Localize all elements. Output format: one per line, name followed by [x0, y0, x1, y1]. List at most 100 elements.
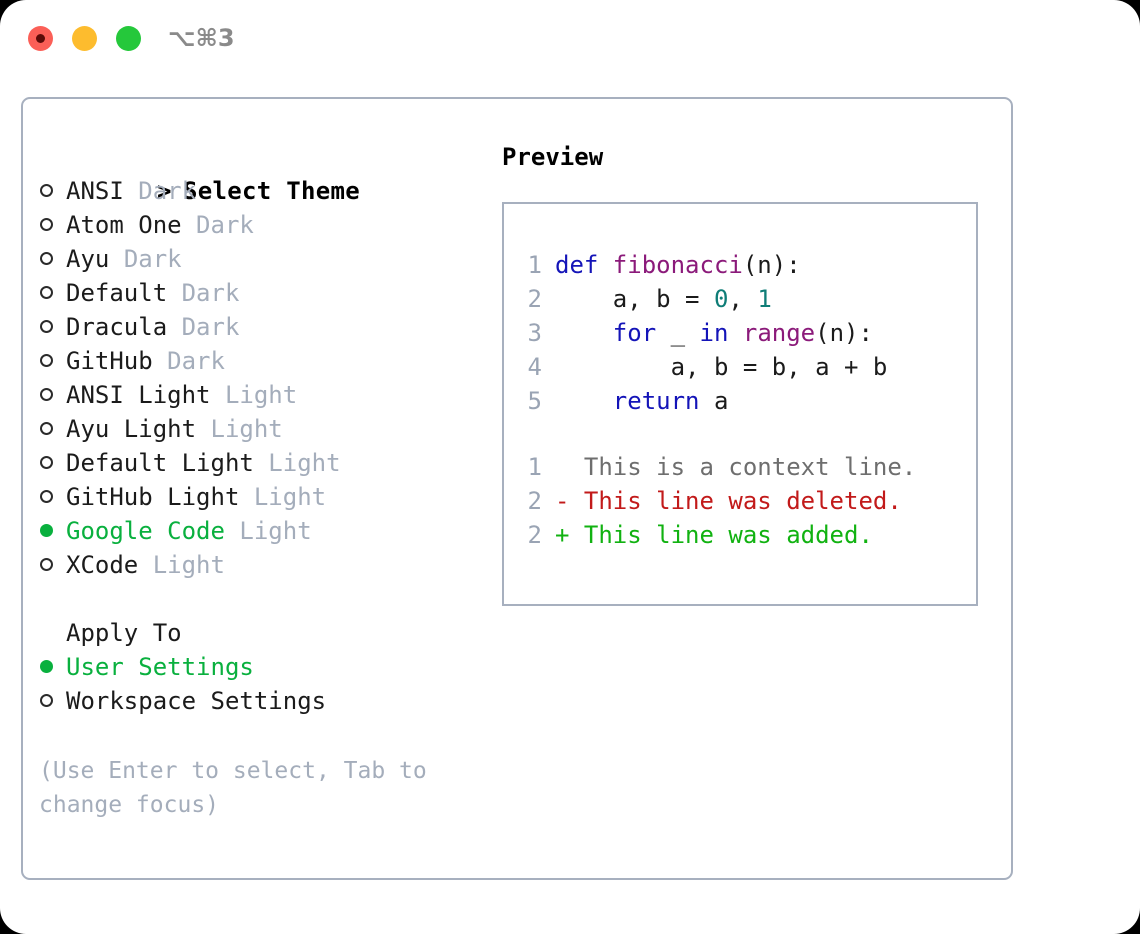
window-controls: [28, 26, 141, 51]
radio-unselected-icon[interactable]: [40, 285, 53, 299]
radio-unselected-icon[interactable]: [40, 217, 53, 231]
code-token: range: [742, 319, 816, 347]
theme-name-label: ANSI: [66, 177, 124, 205]
theme-kind-label: Light: [210, 415, 283, 443]
apply-to-label: User Settings: [66, 653, 254, 681]
code-token: [728, 319, 742, 347]
theme-name-label: Atom One: [66, 211, 182, 239]
theme-list-item[interactable]: Ayu Light Light: [39, 412, 479, 446]
code-token: a, b = b, a + b: [555, 353, 888, 381]
theme-name-label: XCode: [66, 551, 139, 579]
radio-unselected-icon[interactable]: [40, 557, 53, 571]
theme-name-label: Dracula: [66, 313, 168, 341]
theme-list-item[interactable]: GitHub Light Light: [39, 480, 479, 514]
code-token: (n):: [742, 251, 801, 279]
theme-kind-separator: [153, 347, 167, 375]
select-theme-title: Select Theme: [183, 177, 360, 205]
code-token: ,: [728, 285, 758, 313]
line-number: 2: [527, 521, 542, 549]
theme-kind-label: Light: [239, 517, 312, 545]
select-theme-header: > Select Theme: [39, 140, 479, 205]
radio-unselected-icon[interactable]: [40, 421, 53, 435]
theme-kind-separator: [109, 245, 123, 273]
code-line: 2 a, b = 0, 1: [520, 282, 916, 316]
theme-kind-separator: [196, 415, 210, 443]
zoom-button[interactable]: [116, 26, 141, 51]
diff-line: 1 This is a context line.: [520, 450, 917, 484]
theme-kind-separator: [167, 313, 181, 341]
radio-unselected-icon[interactable]: [40, 183, 53, 197]
theme-kind-separator: [167, 279, 181, 307]
theme-list-item[interactable]: XCode Light: [39, 548, 479, 582]
diff-sign: +: [555, 521, 584, 549]
keyboard-hint-text: (Use Enter to select, Tab to change focu…: [39, 758, 441, 818]
radio-unselected-icon[interactable]: [40, 693, 53, 707]
code-token: return: [612, 387, 700, 415]
line-number: 4: [527, 353, 542, 381]
code-token: (n):: [815, 319, 873, 347]
diff-text: This line was deleted.: [583, 487, 902, 515]
code-diff-spacer: [520, 418, 916, 450]
radio-unselected-icon[interactable]: [40, 489, 53, 503]
apply-to-header: Apply To: [66, 619, 182, 647]
code-token: in: [699, 319, 729, 347]
diff-sign: -: [555, 487, 584, 515]
radio-selected-icon[interactable]: [40, 523, 53, 537]
preview-title: Preview: [502, 143, 604, 171]
radio-unselected-icon[interactable]: [40, 353, 53, 367]
code-line: 5 return a: [520, 384, 916, 418]
theme-list-item[interactable]: ANSI Light Light: [39, 378, 479, 412]
code-line: 4 a, b = b, a + b: [520, 350, 916, 384]
radio-unselected-icon[interactable]: [40, 251, 53, 265]
code-line: 3 for _ in range(n):: [520, 316, 916, 350]
theme-list-item[interactable]: Google Code Light: [39, 514, 479, 548]
theme-list-item[interactable]: Default Light Light: [39, 446, 479, 480]
radio-unselected-icon[interactable]: [40, 319, 53, 333]
keyboard-shortcut-label: ⌥⌘3: [168, 24, 235, 52]
line-number: 1: [527, 453, 542, 481]
close-button[interactable]: [28, 26, 53, 51]
theme-kind-separator: [239, 483, 253, 511]
theme-kind-label: Dark: [167, 347, 225, 375]
theme-kind-separator: [225, 517, 239, 545]
theme-name-label: Ayu Light: [66, 415, 197, 443]
theme-kind-separator: [182, 211, 196, 239]
code-token: [555, 387, 613, 415]
theme-name-label: GitHub Light: [66, 483, 240, 511]
theme-kind-label: Dark: [123, 245, 182, 273]
theme-kind-separator: [211, 381, 225, 409]
diff-line: 2- This line was deleted.: [520, 484, 916, 518]
radio-unselected-icon[interactable]: [40, 455, 53, 469]
theme-kind-label: Light: [224, 381, 298, 409]
theme-kind-separator: [138, 551, 152, 579]
code-token: fibonacci: [612, 251, 743, 279]
theme-list-item[interactable]: GitHub Dark: [39, 344, 479, 378]
theme-kind-label: Dark: [181, 313, 240, 341]
code-token: _: [656, 319, 700, 347]
theme-kind-label: Light: [253, 483, 327, 511]
code-token: 0: [713, 285, 729, 313]
radio-selected-icon[interactable]: [40, 659, 53, 673]
theme-list-item[interactable]: Default Dark: [39, 276, 479, 310]
theme-list-item[interactable]: Dracula Dark: [39, 310, 479, 344]
theme-list-item[interactable]: ANSI Dark: [39, 174, 479, 208]
code-token: def: [555, 251, 613, 279]
theme-list-item[interactable]: Atom One Dark: [39, 208, 479, 242]
apply-to-option[interactable]: User Settings: [39, 650, 479, 684]
line-number: 5: [527, 387, 542, 415]
apply-to-option[interactable]: Workspace Settings: [39, 684, 479, 718]
theme-kind-separator: [124, 177, 138, 205]
radio-unselected-icon[interactable]: [40, 387, 53, 401]
minimize-button[interactable]: [72, 26, 97, 51]
theme-name-label: ANSI Light: [66, 381, 211, 409]
theme-list-item[interactable]: Ayu Dark: [39, 242, 479, 276]
prompt-caret-icon: >: [157, 177, 172, 205]
code-token: a, b =: [555, 285, 714, 313]
line-number: 1: [527, 251, 542, 279]
